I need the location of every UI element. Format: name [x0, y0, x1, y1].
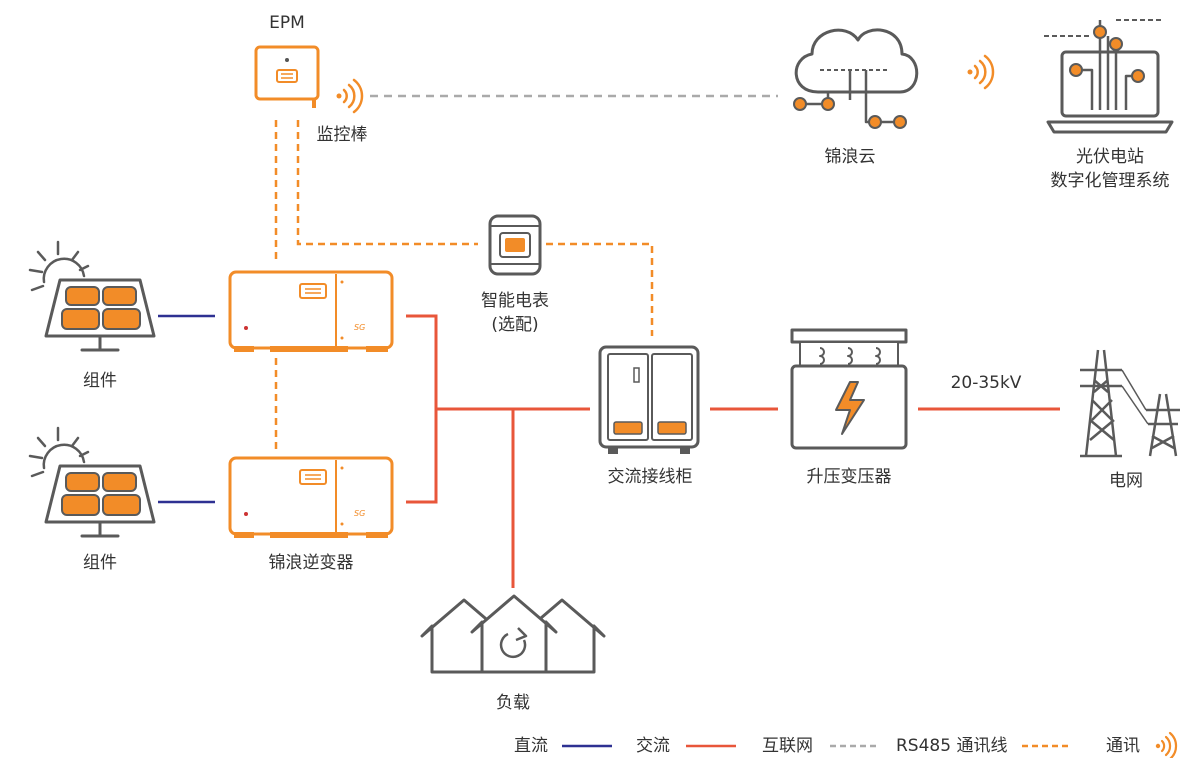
legend-ac-label: 交流 [636, 736, 670, 756]
cloud-signal-icon [967, 54, 995, 90]
epm-device-icon [254, 45, 320, 108]
cloud-icon [794, 28, 919, 124]
inverter-icon-bottom [228, 456, 394, 540]
monitor-stick-label: 监控棒 [316, 125, 368, 145]
ac-cabinet-icon [598, 345, 700, 454]
ac-lines [406, 314, 1060, 588]
legend-comm-signal-icon [1155, 731, 1178, 758]
ac-cabinet-label: 交流接线柜 [607, 467, 693, 487]
module-label-top: 组件 [83, 371, 117, 391]
rs485-lines [274, 120, 654, 450]
legend-rs485-label: RS485 通讯线 [896, 736, 1008, 756]
epm-label: EPM [269, 13, 305, 33]
transformer-icon [790, 328, 908, 450]
smart-meter-label-line1: 智能电表 [481, 291, 549, 311]
voltage-label: 20-35kV [950, 373, 1022, 393]
load-houses-icon [420, 594, 606, 674]
laptop-system-icon [1044, 19, 1174, 134]
inverter-icon-top [228, 270, 394, 354]
module-label-bottom: 组件 [83, 553, 117, 573]
legend-dc-label: 直流 [514, 736, 548, 756]
cloud-label: 锦浪云 [824, 147, 876, 167]
epm-signal-icon [336, 78, 364, 114]
legend-internet-label: 互联网 [762, 736, 813, 756]
system-label-line1: 光伏电站 [1076, 147, 1144, 167]
laptop-nodes [1069, 25, 1145, 83]
smart-meter-label-line2: (选配) [491, 315, 539, 335]
load-label: 负载 [496, 693, 530, 713]
grid-tower-icon [1080, 349, 1180, 458]
smart-meter-icon [488, 214, 542, 276]
solar-module-icon-top [28, 240, 156, 352]
system-label-line2: 数字化管理系统 [1050, 171, 1170, 191]
transformer-label: 升压变压器 [806, 467, 892, 487]
inverter-label: 锦浪逆变器 [268, 553, 354, 573]
legend-comm-label: 通讯 [1106, 736, 1140, 756]
grid-label: 电网 [1109, 471, 1143, 491]
cloud-nodes [793, 97, 907, 129]
solar-module-icon-bottom [28, 426, 156, 538]
